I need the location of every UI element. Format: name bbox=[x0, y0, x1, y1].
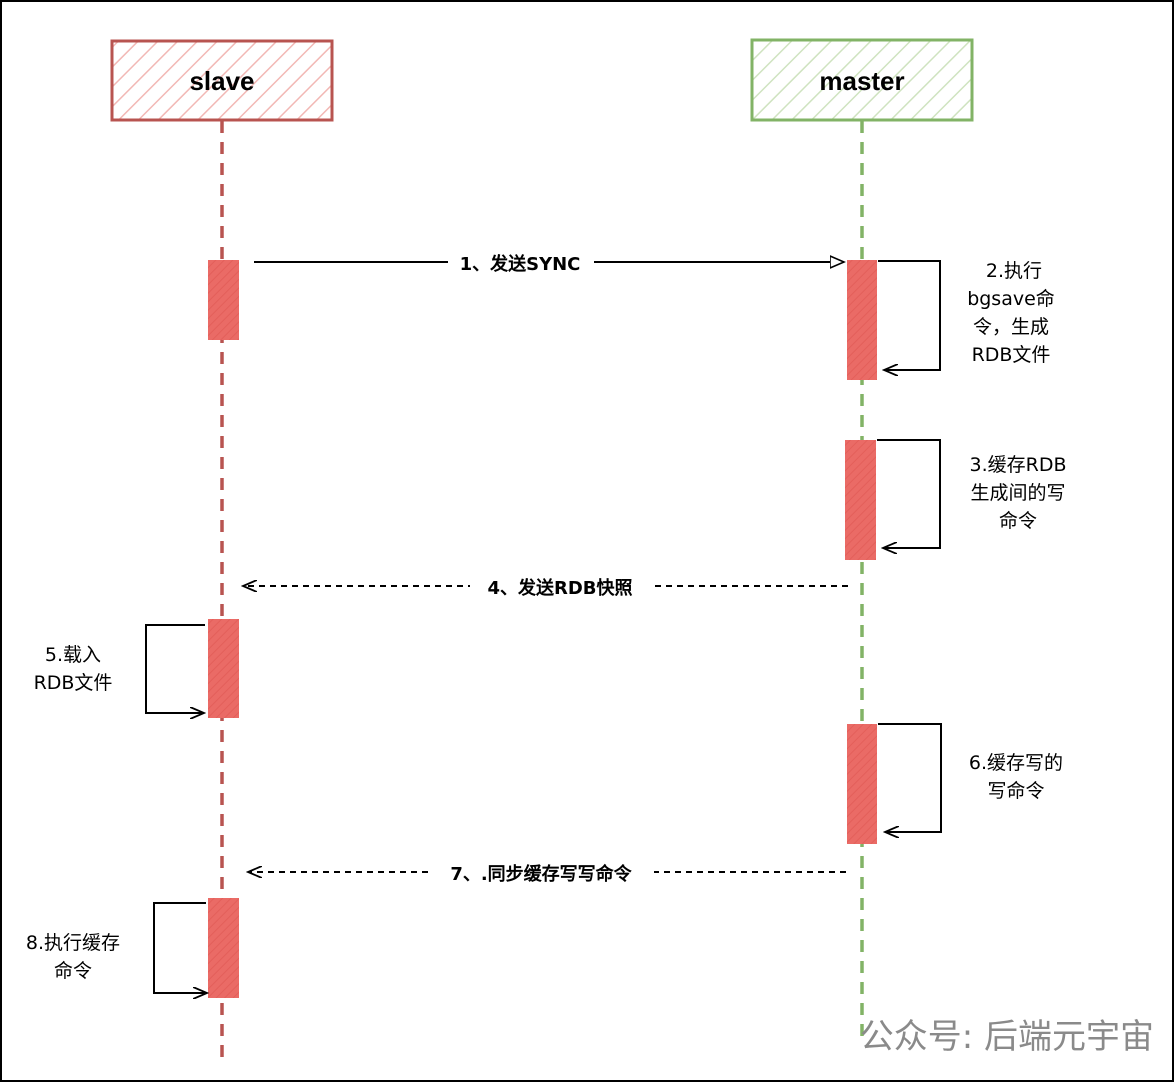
master-actor-box bbox=[750, 38, 974, 122]
note-5-line-1: 5.载入 bbox=[45, 644, 101, 666]
note-3: 3.缓存RDB 生成间的写 命令 bbox=[970, 454, 1067, 532]
note-3-line-1: 3.缓存RDB bbox=[970, 454, 1067, 476]
master-activation-1 bbox=[847, 260, 877, 380]
message-4-label: 4、发送RDB快照 bbox=[487, 577, 632, 599]
slave-actor: slave bbox=[110, 39, 334, 122]
note-2-line-1: 2.执行 bbox=[986, 260, 1042, 282]
note-6: 6.缓存写的 写命令 bbox=[969, 752, 1063, 802]
slave-activation-3 bbox=[208, 898, 239, 998]
message-7-label-bg bbox=[428, 860, 654, 884]
note-2-line-4: RDB文件 bbox=[972, 344, 1051, 366]
note-5: 5.载入 RDB文件 bbox=[34, 644, 113, 694]
master-actor-label: master bbox=[819, 66, 904, 96]
note-3-line-3: 命令 bbox=[999, 510, 1037, 532]
self-loop-2 bbox=[878, 260, 941, 370]
self-loop-3 bbox=[877, 439, 941, 548]
note-6-line-2: 写命令 bbox=[987, 780, 1044, 802]
self-loop-6 bbox=[878, 723, 942, 832]
note-5-line-2: RDB文件 bbox=[34, 672, 113, 694]
slave-actor-box bbox=[110, 39, 334, 122]
note-3-line-2: 生成间的写 bbox=[970, 482, 1065, 504]
master-activation-3 bbox=[847, 724, 877, 844]
note-2-line-2: bgsave命 bbox=[967, 288, 1055, 310]
note-8: 8.执行缓存 命令 bbox=[26, 932, 120, 982]
note-8-line-1: 8.执行缓存 bbox=[26, 932, 120, 954]
note-2-line-3: 令，生成 bbox=[973, 316, 1049, 338]
slave-activation-1 bbox=[208, 260, 239, 340]
message-7-label: 7、.同步缓存写写命令 bbox=[450, 863, 632, 885]
master-activation-2 bbox=[845, 440, 876, 560]
note-2: 2.执行 bgsave命 令，生成 RDB文件 bbox=[967, 260, 1055, 366]
message-4-label-bg bbox=[470, 574, 650, 598]
watermark-text: 公众号: 后端元宇宙 bbox=[860, 1017, 1154, 1057]
note-6-line-1: 6.缓存写的 bbox=[969, 752, 1063, 774]
slave-actor-label: slave bbox=[189, 66, 254, 96]
master-actor: master bbox=[750, 38, 974, 122]
message-1-label-bg bbox=[448, 250, 594, 274]
note-8-line-2: 命令 bbox=[54, 960, 92, 982]
slave-activation-2 bbox=[208, 619, 239, 718]
message-1-label: 1、发送SYNC bbox=[460, 253, 581, 275]
self-loop-5 bbox=[145, 624, 205, 713]
self-loop-8 bbox=[153, 902, 207, 993]
